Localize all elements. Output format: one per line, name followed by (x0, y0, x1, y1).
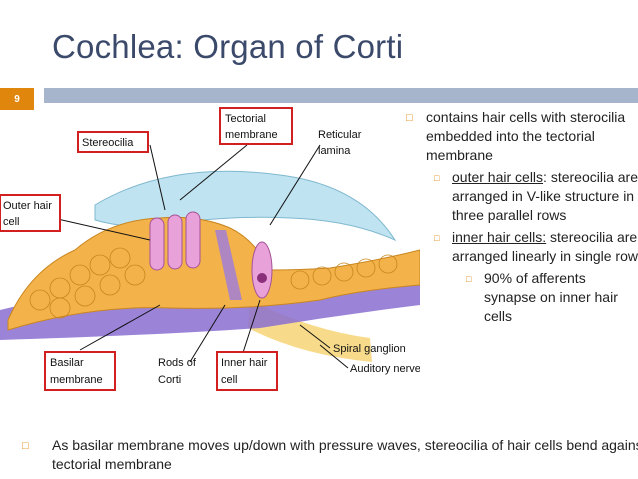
label-outer-hair: Outer hair (3, 200, 52, 212)
slide-title: Cochlea: Organ of Corti (52, 28, 404, 65)
leader-lines (39, 144, 349, 369)
bullet-marker-icon: □ (466, 274, 472, 284)
rods-of-corti-shape (215, 230, 242, 300)
organ-of-corti-diagram: Tectorial membrane Stereocilia Reticular… (0, 107, 420, 391)
bullet-inner-text: stereocilia are arranged linearly in sin… (452, 229, 638, 264)
label-outer-cell: cell (3, 216, 20, 228)
bullet-inner: □ inner hair cells: stereocilia are arra… (400, 228, 638, 266)
label-reticular: Reticular (318, 129, 362, 141)
bullet-outer-text: stereocilia are arranged in V-like struc… (452, 169, 638, 223)
label-inner-hair: Inner hair (221, 357, 268, 369)
supporting-cell-grid (29, 247, 398, 319)
label-corti: Corti (158, 374, 181, 386)
bullet-main-text: contains hair cells with sterocilia embe… (426, 109, 626, 163)
bullet-afferents: □ 90% of afferents synapse on inner hair… (400, 269, 638, 326)
bullet-marker-icon: □ (434, 233, 440, 243)
box-inner-hair (216, 351, 278, 391)
bullet-inner-label: inner hair cells: (452, 229, 547, 245)
bullet-afferents-text: 90% of afferents synapse on inner hair c… (484, 270, 618, 324)
bullet-marker-icon: □ (406, 112, 413, 124)
label-tectorial-membrane: membrane (225, 129, 278, 141)
label-spiral-ganglion: Spiral ganglion (333, 343, 406, 355)
label-rods-of: Rods of (158, 357, 197, 369)
slide-number: 9 (0, 88, 34, 110)
title-divider-bar (44, 88, 638, 103)
outer-hair-cells (149, 211, 201, 271)
label-tectorial: Tectorial (225, 113, 266, 125)
bullet-outer-label: outer hair cells (452, 169, 544, 185)
inner-hair-cell-shape (251, 241, 273, 299)
bullet-outer-colon: : (543, 169, 547, 185)
bullet-marker-icon: □ (434, 173, 440, 183)
label-auditory-nerve: Auditory nerve (350, 363, 420, 375)
label-inner-cell: cell (221, 374, 238, 386)
bottom-bullet: □ As basilar membrane moves up/down with… (22, 436, 638, 474)
label-stereocilia: Stereocilia (82, 137, 134, 149)
label-basilar: Basilar (50, 357, 84, 369)
box-stereocilia (77, 131, 149, 153)
supporting-cells-shape (7, 216, 420, 331)
label-basilar-membrane: membrane (50, 374, 103, 386)
box-outer-hair (0, 194, 61, 232)
box-tectorial (219, 107, 293, 145)
bullet-marker-icon: □ (22, 440, 29, 452)
bullet-main: □ contains hair cells with sterocilia em… (400, 108, 638, 165)
bullet-outer: □ outer hair cells: stereocilia are arra… (400, 168, 638, 225)
label-lamina: lamina (318, 145, 351, 157)
highlight-boxes (0, 107, 293, 391)
box-basilar (44, 351, 116, 391)
bullet-list: □ contains hair cells with sterocilia em… (400, 108, 638, 326)
bottom-bullet-text: As basilar membrane moves up/down with p… (52, 437, 638, 472)
